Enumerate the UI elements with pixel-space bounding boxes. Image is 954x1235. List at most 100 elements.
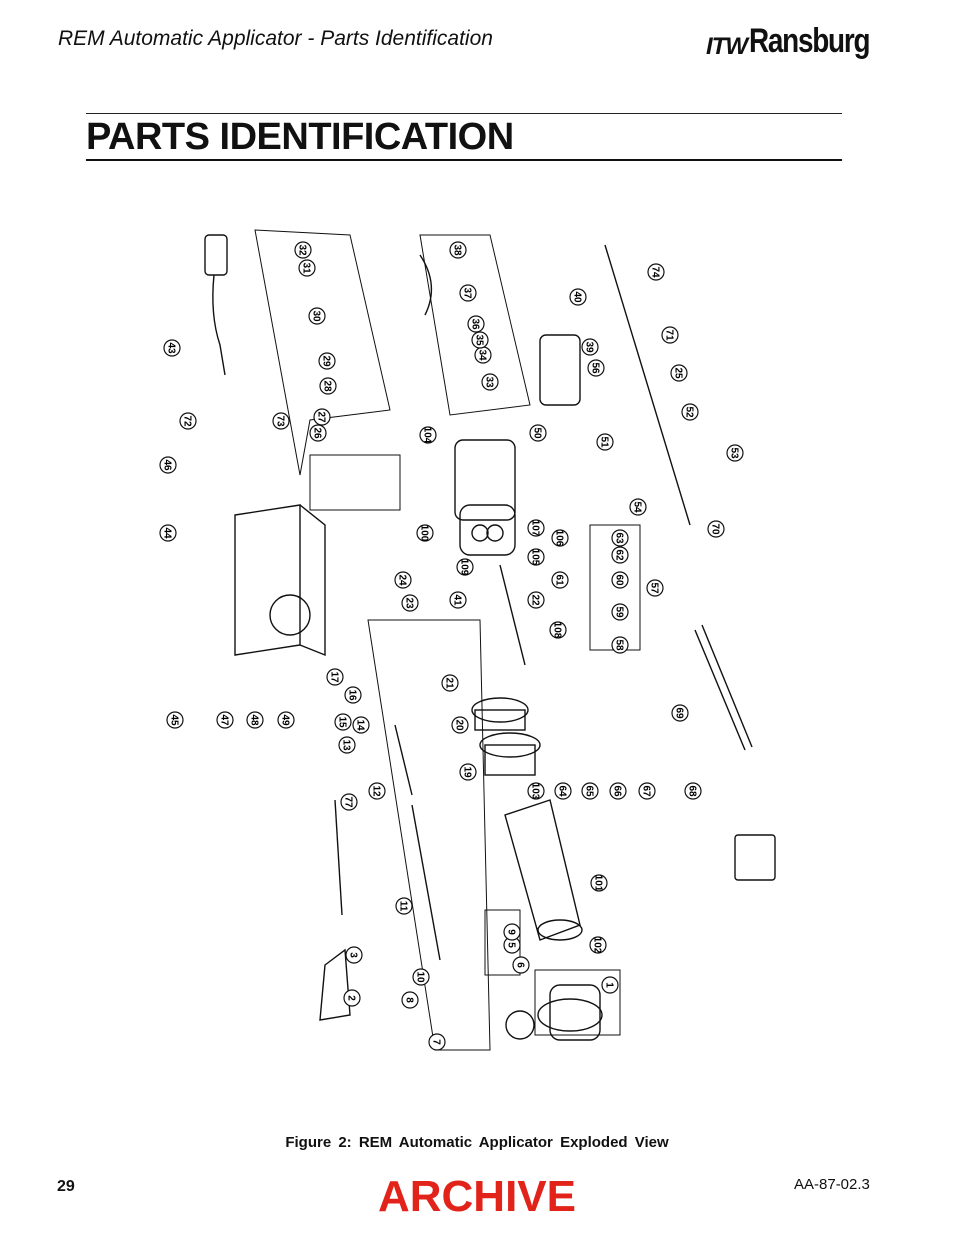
callout-56: 56 [587,359,605,377]
callout-2: 2 [343,989,361,1007]
callout-103: 103 [527,782,545,800]
callout-64: 64 [554,782,572,800]
callout-39: 39 [581,338,599,356]
callout-46: 46 [159,456,177,474]
svg-text:106: 106 [554,530,565,547]
svg-text:17: 17 [329,671,340,683]
brand-name: Ransburg [748,22,871,60]
callout-7: 7 [428,1033,446,1051]
callout-101: 101 [590,874,608,892]
svg-text:8: 8 [404,997,415,1003]
svg-text:12: 12 [371,785,382,797]
svg-text:48: 48 [249,714,260,726]
callout-22: 22 [527,591,545,609]
document-code: AA-87-02.3 [794,1176,870,1193]
callout-72: 72 [179,412,197,430]
callout-15: 15 [334,713,352,731]
callout-108: 108 [549,621,567,639]
svg-text:44: 44 [162,527,173,539]
callout-9: 9 [503,923,521,941]
callout-35: 35 [471,331,489,349]
callout-25: 25 [670,364,688,382]
running-header-title: REM Automatic Applicator - Parts Identif… [58,27,493,50]
callout-38: 38 [449,241,467,259]
svg-text:56: 56 [590,362,601,374]
page-title: PARTS IDENTIFICATION [86,116,514,158]
svg-text:107: 107 [530,520,541,537]
figure-caption: Figure 2: REM Automatic Applicator Explo… [285,1134,669,1151]
svg-text:61: 61 [554,574,565,586]
svg-text:23: 23 [404,597,415,609]
callout-1: 1 [601,976,619,994]
svg-text:6: 6 [515,962,526,968]
svg-text:104: 104 [422,427,433,444]
svg-text:68: 68 [687,785,698,797]
svg-text:10: 10 [415,971,426,983]
svg-text:62: 62 [614,549,625,561]
svg-text:43: 43 [166,342,177,354]
svg-text:41: 41 [452,594,463,606]
callout-11: 11 [395,897,413,915]
svg-text:2: 2 [346,995,357,1001]
svg-text:70: 70 [710,523,721,535]
svg-text:32: 32 [297,244,308,256]
svg-text:37: 37 [462,287,473,299]
callout-58: 58 [611,636,629,654]
svg-text:28: 28 [322,380,333,392]
callout-77: 77 [340,793,358,811]
svg-text:9: 9 [506,929,517,935]
callout-34: 34 [474,346,492,364]
callout-44: 44 [159,524,177,542]
svg-text:67: 67 [641,785,652,797]
callout-36: 36 [467,315,485,333]
callout-69: 69 [671,704,689,722]
svg-text:30: 30 [311,310,322,322]
callout-20: 20 [451,716,469,734]
svg-text:31: 31 [301,262,312,274]
svg-text:50: 50 [532,427,543,439]
callout-106: 106 [551,529,569,547]
callout-104: 104 [419,426,437,444]
callout-43: 43 [163,339,181,357]
svg-text:105: 105 [530,549,541,566]
callout-28: 28 [319,377,337,395]
callout-29: 29 [318,352,336,370]
svg-text:36: 36 [470,318,481,330]
svg-text:58: 58 [614,639,625,651]
svg-text:66: 66 [612,785,623,797]
callout-68: 68 [684,782,702,800]
connector-body [204,234,228,276]
callout-71: 71 [661,326,679,344]
svg-text:19: 19 [462,766,473,778]
svg-text:101: 101 [593,875,604,892]
callout-61: 61 [551,571,569,589]
callout-60: 60 [611,571,629,589]
callout-49: 49 [277,711,295,729]
svg-text:29: 29 [321,355,332,367]
svg-text:3: 3 [348,952,359,958]
svg-text:5: 5 [506,942,517,948]
svg-text:49: 49 [280,714,291,726]
callout-24: 24 [394,571,412,589]
svg-text:63: 63 [614,532,625,544]
svg-text:20: 20 [454,719,465,731]
exploded-view-drawing: 1235678910111213141516171920212223242526… [159,229,776,1051]
callout-107: 107 [527,519,545,537]
svg-text:22: 22 [530,594,541,606]
svg-text:47: 47 [219,714,230,726]
svg-text:15: 15 [337,716,348,728]
svg-text:74: 74 [650,266,661,278]
svg-text:13: 13 [341,739,352,751]
svg-text:27: 27 [316,411,327,423]
svg-text:26: 26 [312,427,323,439]
callout-12: 12 [368,782,386,800]
callout-26: 26 [309,424,327,442]
svg-text:57: 57 [649,582,660,594]
title-underline [86,159,842,161]
callout-19: 19 [459,763,477,781]
svg-text:52: 52 [684,406,695,418]
callout-17: 17 [326,668,344,686]
callout-62: 62 [611,546,629,564]
callout-74: 74 [647,263,665,281]
